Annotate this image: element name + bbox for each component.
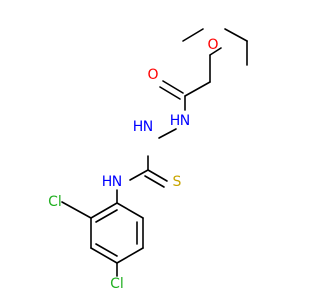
molecule-structure: O O N H N H S N H Cl Cl [48,28,248,292]
atom-h-hydrazine: H [133,119,144,135]
atom-h-hydrazide: H [170,113,181,129]
atom-cl-para: Cl [110,276,124,292]
bond-ring-4-5-inner [95,243,118,257]
bond-cs-double-b [144,175,165,188]
bond-ring-1-2 [116,202,144,219]
bond-cs-nh [129,169,149,181]
bond-ring-6-1-inner [95,209,118,223]
bond-carbonyl-c-ch2 [184,81,211,97]
bond-carbonyl-double-b [159,86,181,100]
atom-h-amine: H [102,174,113,190]
bond-ch2-o [209,47,222,56]
bonds [61,28,248,277]
bond-ring-6-1 [90,202,118,219]
bond-carbonyl-double-a [162,80,184,94]
atom-n-hydrazide: N [180,113,190,129]
bond-cs-double-a [147,169,168,182]
bond-ring-4-5 [90,247,118,264]
bond-nh-nh [158,128,177,139]
atom-o-methoxy: O [207,37,218,53]
atom-s-thio: S [173,174,182,190]
atom-n-hydrazine: N [143,119,153,135]
atom-cl-ortho: Cl [48,194,62,210]
atom-o-carbonyl: O [147,67,158,83]
atom-n-amine: N [112,174,122,190]
bond-methyl-o [182,28,204,42]
bond-ring-cl-ortho [61,201,92,219]
molecule-canvas: O O N H N H S N H Cl Cl [48,28,248,292]
bond-o-ch2 [224,28,248,42]
atom-labels: O O N H N H S N H Cl Cl [48,37,218,292]
bond-ring-3-4 [116,247,144,264]
